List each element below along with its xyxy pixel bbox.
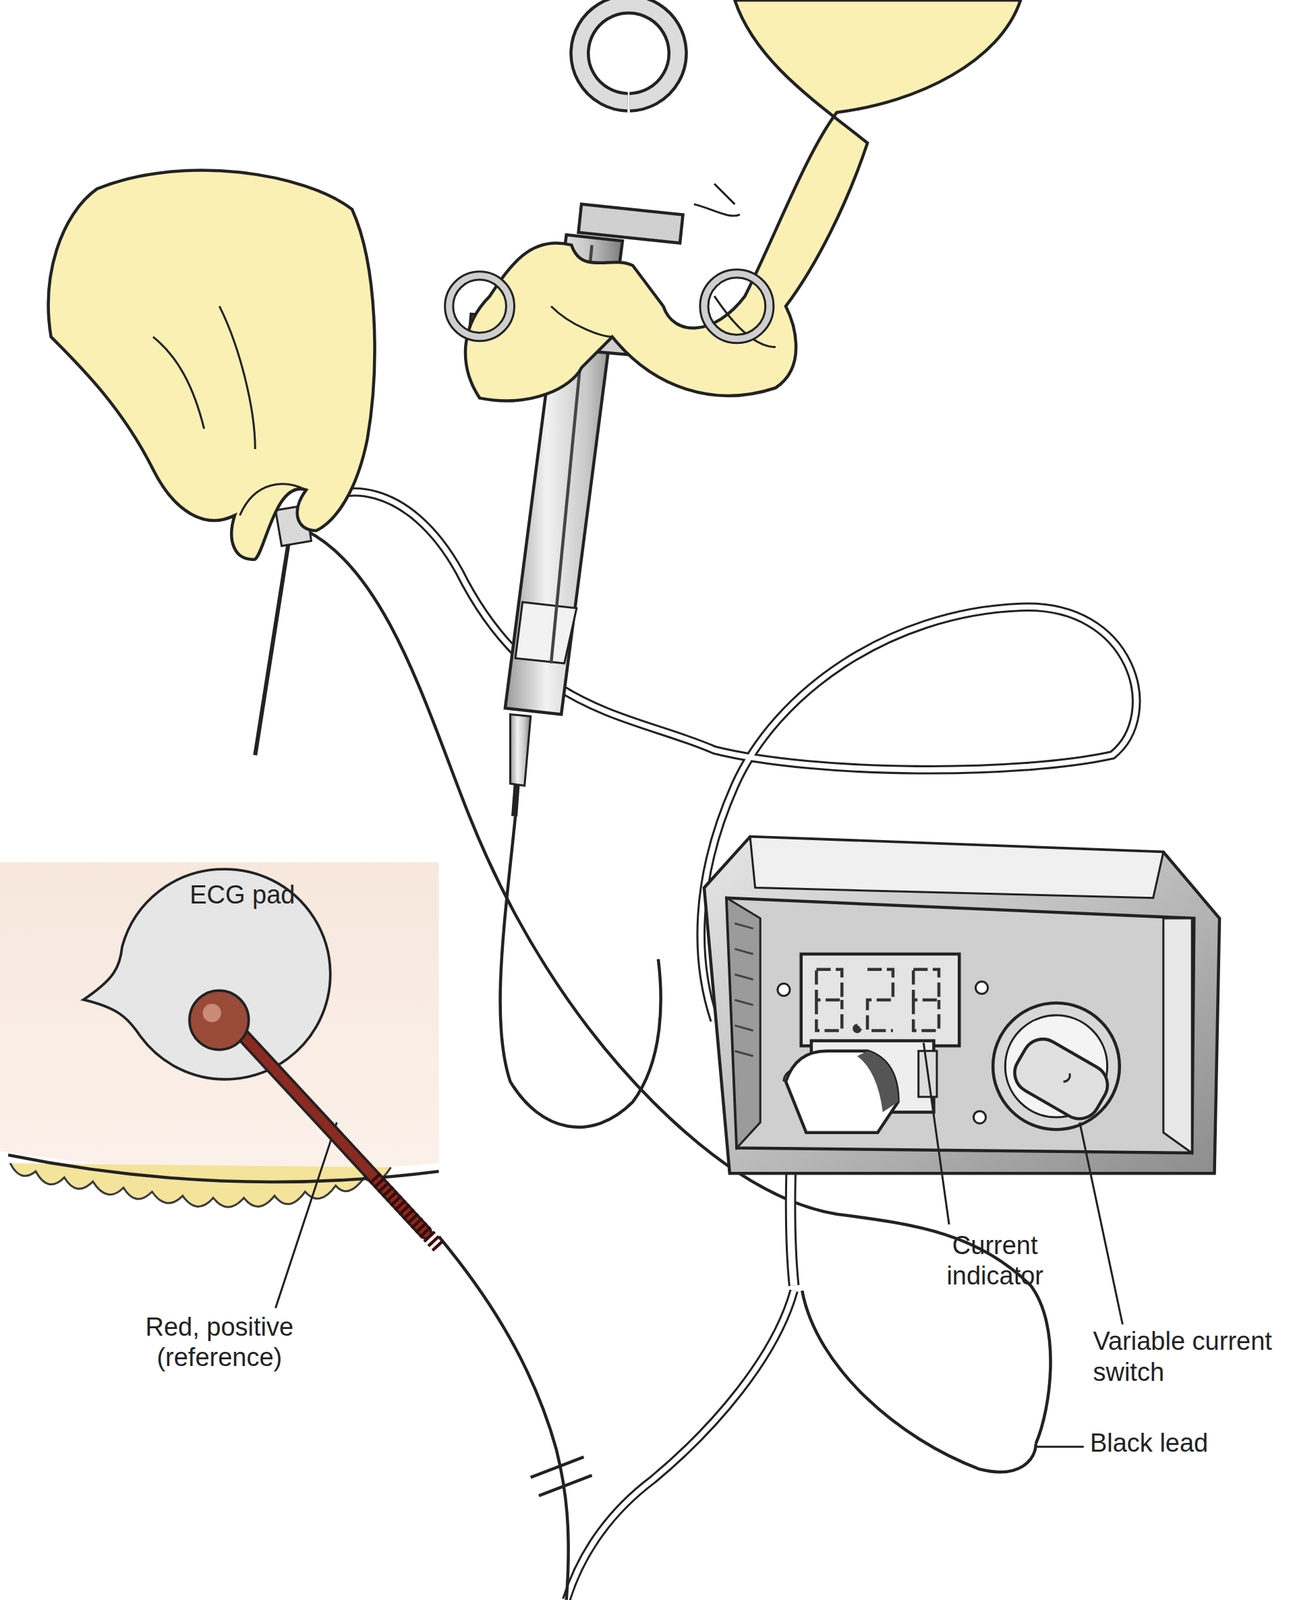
pad-label: ECG pad bbox=[189, 880, 295, 912]
right-hand bbox=[449, 0, 1021, 401]
callout-label: Current indicator bbox=[918, 1230, 1072, 1293]
callout-label: Red, positive (reference) bbox=[122, 1312, 317, 1374]
callout-label: Black lead bbox=[1089, 1428, 1209, 1460]
leader-lines bbox=[275, 1043, 1124, 1448]
syringe bbox=[468, 4, 756, 817]
ecg-pad: ECG pad bbox=[113, 865, 333, 1084]
left-hand-with-needle bbox=[48, 170, 376, 756]
callout-label: Variable current switch bbox=[1092, 1326, 1282, 1389]
segment-display bbox=[816, 969, 939, 1032]
nerve-stimulator bbox=[704, 837, 1220, 1174]
